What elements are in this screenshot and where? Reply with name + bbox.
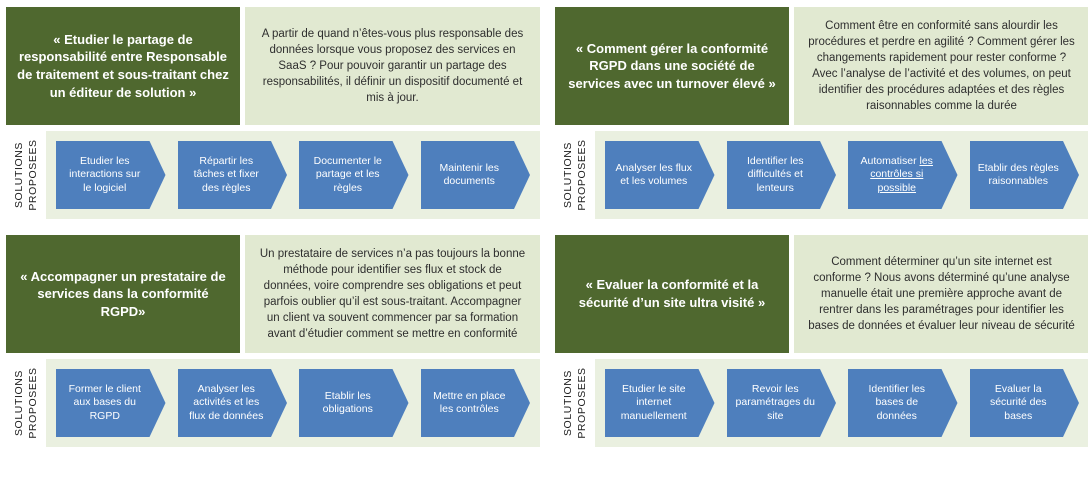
- case-description: Un prestataire de services n’a pas toujo…: [245, 235, 540, 353]
- solution-step-text: Identifier les bases de données: [868, 383, 926, 422]
- case-panel-3: « Accompagner un prestataire de services…: [6, 235, 540, 447]
- solutions-label: SOLUTIONS PROPOSEES: [555, 359, 595, 447]
- solution-step: Analyser les flux et les volumes: [605, 141, 715, 209]
- solution-step-text: Analyser les activités et les flux de do…: [189, 383, 264, 422]
- case-header: « Etudier le partage de responsabilité e…: [6, 7, 540, 125]
- case-panel-1: « Etudier le partage de responsabilité e…: [6, 7, 540, 219]
- solutions-label: SOLUTIONS PROPOSEES: [555, 131, 595, 219]
- solution-step: Evaluer la sécurité des bases: [970, 369, 1080, 437]
- case-description: A partir de quand n’êtes-vous plus respo…: [245, 7, 540, 125]
- solution-step-text: Etablir les obligations: [322, 389, 373, 415]
- case-panel-2: « Comment gérer la conformité RGPD dans …: [555, 7, 1088, 219]
- case-title: « Accompagner un prestataire de services…: [6, 235, 240, 353]
- solution-step-text: Etudier les interactions sur le logiciel: [69, 155, 141, 194]
- solution-step-text: Etudier le site internet manuellement: [620, 383, 687, 422]
- solution-step: Etablir des règles raisonnables: [970, 141, 1080, 209]
- case-header: « Accompagner un prestataire de services…: [6, 235, 540, 353]
- solution-step: Former le client aux bases du RGPD: [56, 369, 166, 437]
- solution-step: Automatiser les contrôles si possible: [848, 141, 958, 209]
- solution-step: Identifier les difficultés et lenteurs: [727, 141, 837, 209]
- solutions-steps: Etudier les interactions sur le logiciel…: [46, 131, 540, 219]
- solution-step: Identifier les bases de données: [848, 369, 958, 437]
- solution-step-text: Documenter le partage et les règles: [313, 155, 382, 194]
- solution-step-text: Maintenir les documents: [439, 161, 500, 187]
- case-description: Comment être en conformité sans alourdir…: [794, 7, 1088, 125]
- solution-step-text: Revoir les paramétrages du site: [735, 383, 815, 422]
- case-title: « Evaluer la conformité et la sécurité d…: [555, 235, 789, 353]
- case-header: « Evaluer la conformité et la sécurité d…: [555, 235, 1088, 353]
- solutions-label-line2: PROPOSEES: [27, 139, 39, 211]
- solution-step-text: Mettre en place les contrôles: [433, 389, 506, 415]
- solutions-label-line1: SOLUTIONS: [561, 369, 574, 437]
- solutions-label-line1: SOLUTIONS: [12, 141, 25, 209]
- case-title: « Etudier le partage de responsabilité e…: [6, 7, 240, 125]
- solution-step: Revoir les paramétrages du site: [727, 369, 837, 437]
- solutions-label-line2: PROPOSEES: [27, 367, 39, 439]
- solutions-steps: Analyser les flux et les volumes Identif…: [595, 131, 1088, 219]
- case-panel-4: « Evaluer la conformité et la sécurité d…: [555, 235, 1088, 447]
- solution-step-underline: les contrôles si possible: [870, 155, 933, 194]
- solution-step: Etudier le site internet manuellement: [605, 369, 715, 437]
- solution-step-text: Automatiser: [860, 155, 917, 168]
- solutions-row: SOLUTIONS PROPOSEES Analyser les flux et…: [555, 131, 1088, 219]
- solutions-steps: Etudier le site internet manuellement Re…: [595, 359, 1088, 447]
- solution-step-text: Répartir les tâches et fixer des règles: [193, 155, 259, 194]
- solution-step-text: Evaluer la sécurité des bases: [989, 383, 1047, 422]
- solution-step-text: Identifier les difficultés et lenteurs: [746, 155, 804, 194]
- case-title: « Comment gérer la conformité RGPD dans …: [555, 7, 789, 125]
- solutions-row: SOLUTIONS PROPOSEES Former le client aux…: [6, 359, 540, 447]
- solutions-label: SOLUTIONS PROPOSEES: [6, 359, 46, 447]
- solutions-row: SOLUTIONS PROPOSEES Etudier le site inte…: [555, 359, 1088, 447]
- solutions-row: SOLUTIONS PROPOSEES Etudier les interact…: [6, 131, 540, 219]
- solution-step: Répartir les tâches et fixer des règles: [178, 141, 288, 209]
- solution-step-text: Former le client aux bases du RGPD: [68, 383, 141, 422]
- solution-step: Analyser les activités et les flux de do…: [178, 369, 288, 437]
- solutions-label-line2: PROPOSEES: [576, 367, 588, 439]
- solution-step: Mettre en place les contrôles: [421, 369, 531, 437]
- solutions-steps: Former le client aux bases du RGPD Analy…: [46, 359, 540, 447]
- solution-step: Maintenir les documents: [421, 141, 531, 209]
- solution-step-text: Etablir des règles raisonnables: [977, 161, 1059, 187]
- solutions-label: SOLUTIONS PROPOSEES: [6, 131, 46, 219]
- solution-step: Documenter le partage et les règles: [299, 141, 409, 209]
- case-studies-grid: « Etudier le partage de responsabilité e…: [6, 7, 1088, 447]
- solutions-label-line1: SOLUTIONS: [561, 141, 574, 209]
- solution-step: Etudier les interactions sur le logiciel: [56, 141, 166, 209]
- solutions-label-line2: PROPOSEES: [576, 139, 588, 211]
- solution-step: Etablir les obligations: [299, 369, 409, 437]
- case-description: Comment déterminer qu’un site internet e…: [794, 235, 1088, 353]
- case-header: « Comment gérer la conformité RGPD dans …: [555, 7, 1088, 125]
- solutions-label-line1: SOLUTIONS: [12, 369, 25, 437]
- solution-step-text: Analyser les flux et les volumes: [615, 161, 692, 187]
